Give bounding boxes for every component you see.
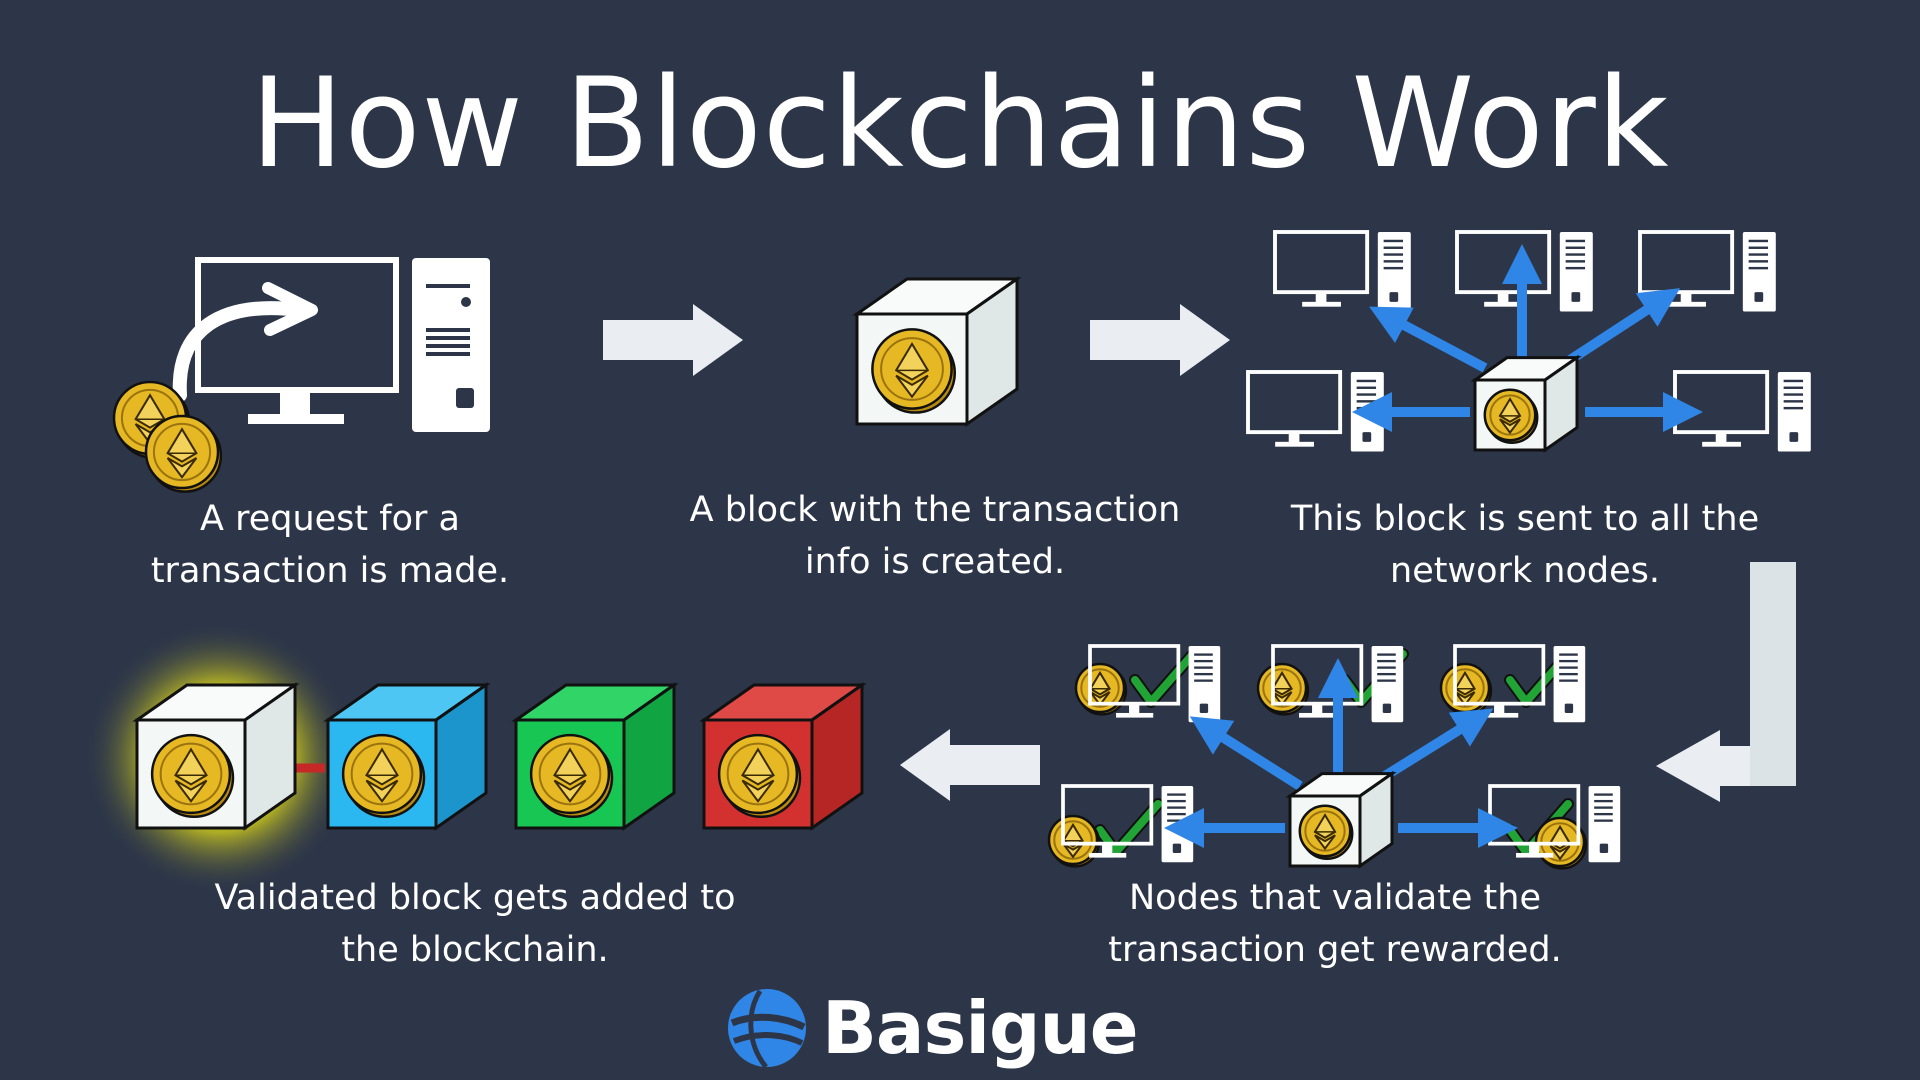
ethereum-coin-icon (150, 733, 235, 819)
flow-arrow-1 (603, 304, 743, 376)
step-1-caption: A request for a transaction is made. (150, 499, 510, 591)
ethereum-coin-icon (144, 414, 223, 493)
step-5-caption: Validated block gets added to the blockc… (214, 878, 736, 970)
ethereum-coin-icon (1298, 804, 1354, 860)
ethereum-coin-icon (1439, 662, 1493, 716)
ethereum-coin-icon (1047, 814, 1101, 868)
node-computer (1453, 644, 1586, 723)
node-computer (1271, 644, 1404, 723)
ethereum-coin-icon (1074, 662, 1128, 716)
ethereum-coin-icon (341, 733, 426, 819)
chain-block-blue (323, 682, 491, 831)
step-4-caption: Nodes that validate the transaction get … (1108, 878, 1562, 970)
brand-name: Basigue (822, 986, 1139, 1070)
node-computer (1488, 784, 1621, 863)
flow-arrow-3 (900, 729, 1040, 801)
step-3-block (1470, 354, 1582, 453)
chain-block-red (699, 682, 867, 831)
node-computer (1455, 230, 1593, 312)
ethereum-coin-icon (871, 328, 957, 414)
broadcast-arrow (1382, 708, 1494, 781)
page-title: How Blockchains Work (250, 52, 1670, 196)
step-1-request-illustration (112, 257, 490, 493)
chain-block-green (511, 682, 679, 831)
ethereum-coin-icon (529, 733, 614, 819)
broadcast-arrow (1369, 306, 1488, 373)
flow-arrow-2 (1090, 304, 1230, 376)
chain-block-new (132, 682, 300, 831)
step-4-block (1285, 770, 1397, 869)
brand-logo: Basigue (726, 985, 1139, 1071)
node-computer (1088, 644, 1221, 723)
node-computer (1638, 230, 1776, 312)
step-2-block (852, 276, 1022, 427)
globe-icon (728, 989, 806, 1069)
step-3-caption: This block is sent to all the network no… (1290, 499, 1760, 591)
node-computer (1246, 370, 1384, 452)
broadcast-arrow (1189, 716, 1303, 791)
node-computer (1673, 370, 1811, 452)
ethereum-coin-icon (1483, 388, 1539, 444)
broadcast-arrow (1567, 288, 1681, 365)
step-2-caption: A block with the transaction info is cre… (689, 490, 1181, 582)
node-computer (1273, 230, 1411, 312)
ethereum-coin-icon (1256, 662, 1310, 716)
ethereum-coin-icon (717, 733, 802, 819)
